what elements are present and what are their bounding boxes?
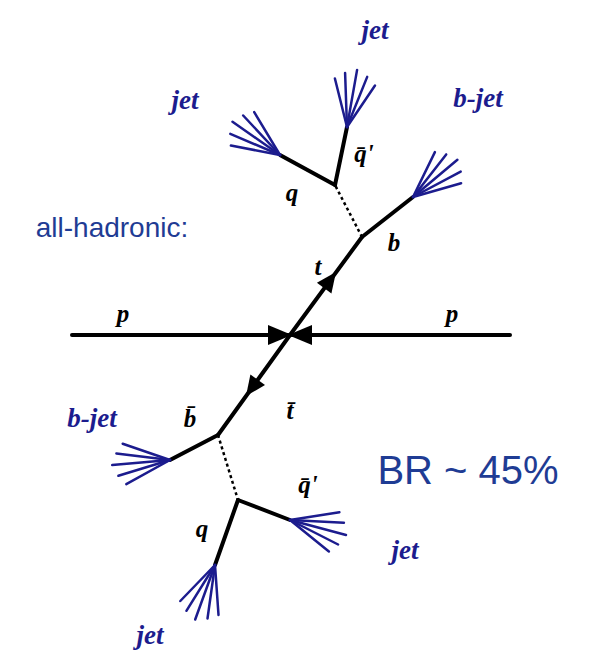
- antitop-line: [218, 335, 290, 435]
- jet-spray-line: [186, 565, 215, 611]
- parton-label: t̄: [287, 398, 294, 423]
- w-boson-line: [335, 185, 362, 237]
- parton-label: p: [117, 301, 130, 326]
- jet-label: b-jet: [67, 405, 116, 432]
- top-line: [290, 237, 362, 335]
- jet-spray-line: [112, 460, 170, 465]
- bottom-quark-line: [362, 197, 413, 237]
- w-boson-line: [218, 435, 238, 500]
- jet-spray-line: [123, 444, 170, 460]
- antibottom-line: [170, 435, 218, 460]
- jet-spray-line: [243, 116, 280, 156]
- parton-label: b: [388, 230, 401, 255]
- jet-spray-line: [180, 565, 215, 601]
- jet-label: jet: [392, 537, 419, 564]
- jet-spray-line: [254, 112, 280, 155]
- jet-label: jet: [172, 87, 199, 114]
- jet-spray-line: [233, 122, 281, 155]
- jet-label: jet: [362, 17, 389, 44]
- arrowhead: [239, 375, 265, 402]
- jet-spray-line: [215, 565, 219, 615]
- antiquark-line: [335, 127, 347, 185]
- parton-label: q̄': [354, 141, 373, 166]
- decay-mode-label: all-hadronic:: [36, 214, 189, 242]
- jet-spray-line: [290, 512, 339, 520]
- jet-spray-line: [345, 73, 347, 127]
- parton-label: q: [196, 516, 209, 541]
- parton-label: b̄: [184, 406, 197, 431]
- quark-line: [215, 500, 238, 565]
- parton-label: q̄': [298, 472, 317, 497]
- branching-ratio-label: BR ~ 45%: [377, 450, 558, 490]
- parton-label: t: [315, 254, 322, 279]
- proton-line: [72, 333, 288, 337]
- arrowhead: [288, 325, 312, 345]
- parton-label: p: [446, 301, 459, 326]
- jet-spray-line: [413, 172, 461, 197]
- jet-label: jet: [137, 622, 164, 649]
- jet-spray-line: [347, 86, 375, 128]
- antiquark-line: [238, 500, 290, 520]
- jet-spray-line: [413, 154, 446, 197]
- proton-line: [292, 333, 510, 337]
- jet-label: b-jet: [453, 85, 502, 112]
- jet-spray-line: [290, 520, 329, 552]
- parton-label: q: [286, 180, 299, 205]
- jet-spray-line: [413, 183, 461, 197]
